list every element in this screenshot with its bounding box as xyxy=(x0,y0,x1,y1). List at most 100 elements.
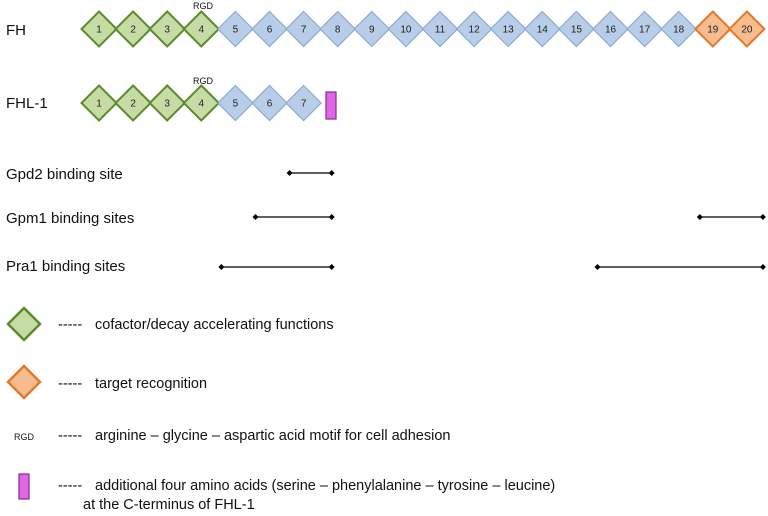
ccp-domain-6 xyxy=(251,84,288,122)
ccp-domain-16 xyxy=(592,10,629,48)
binding-range-endpoint xyxy=(594,264,601,270)
legend-cofactor-text: cofactor/decay accelerating functions xyxy=(95,317,334,333)
binding-site-gpd2-lines xyxy=(286,170,335,176)
legend-dash: ----- xyxy=(58,376,82,392)
ccp-domain-number: 15 xyxy=(571,25,583,36)
legend-cofactor: ----- cofactor/decay accelerating functi… xyxy=(6,306,334,342)
fhl1-rgd-label: RGD xyxy=(193,76,214,86)
binding-site-pra1-lines xyxy=(218,264,766,270)
ccp-domain-2 xyxy=(114,10,153,48)
legend-c-terminus-box-icon xyxy=(18,473,30,500)
ccp-domain-number: 8 xyxy=(335,25,341,36)
ccp-domain-19 xyxy=(693,10,732,48)
fhl1-domains: 1 2 3 4 5 6 7 xyxy=(80,84,322,122)
ccp-domain-number: 13 xyxy=(503,25,515,36)
ccp-domain-number: 3 xyxy=(164,25,170,36)
ccp-domain-1 xyxy=(80,10,118,48)
binding-site-gpm1-lines xyxy=(252,214,766,220)
legend-dash: ----- xyxy=(58,317,82,333)
binding-range-endpoint xyxy=(286,170,293,176)
ccp-domain-10 xyxy=(387,10,425,48)
legend-orange-diamond-icon xyxy=(6,364,42,400)
ccp-domain-number: 1 xyxy=(96,99,102,110)
ccp-domain-number: 1 xyxy=(96,25,102,36)
fhl1-c-terminus-box xyxy=(325,91,337,120)
legend-target: ----- target recognition xyxy=(6,364,207,400)
legend-c-terminus: ----- additional four amino acids (serin… xyxy=(18,473,555,513)
binding-range-endpoint xyxy=(696,214,703,220)
ccp-domain-5 xyxy=(217,10,254,48)
ccp-domain-number: 18 xyxy=(673,25,685,36)
legend-rgd-text: arginine – glycine – aspartic acid motif… xyxy=(95,428,450,444)
ccp-domain-3 xyxy=(148,10,187,48)
ccp-domain-6 xyxy=(251,10,288,48)
ccp-domain-number: 7 xyxy=(301,25,307,36)
binding-range-endpoint xyxy=(218,264,225,270)
ccp-domain-18 xyxy=(660,10,698,48)
ccp-domain-4 xyxy=(182,84,221,122)
ccp-domain-13 xyxy=(489,10,527,48)
ccp-domain-number: 5 xyxy=(233,99,239,110)
binding-range-endpoint xyxy=(252,214,259,220)
binding-range-endpoint xyxy=(328,264,335,270)
legend-green-diamond-icon xyxy=(6,306,42,342)
legend-c-terminus-text-line2: at the C-terminus of FHL-1 xyxy=(83,497,255,513)
ccp-domain-20 xyxy=(727,10,766,48)
ccp-domain-5 xyxy=(217,84,254,122)
ccp-domain-number: 6 xyxy=(267,99,273,110)
binding-range-endpoint xyxy=(328,170,335,176)
binding-range-endpoint xyxy=(328,214,335,220)
legend-target-text: target recognition xyxy=(95,376,207,392)
ccp-domain-7 xyxy=(285,84,322,122)
ccp-domain-1 xyxy=(80,84,118,122)
ccp-domain-12 xyxy=(455,10,493,48)
ccp-domain-number: 12 xyxy=(469,25,481,36)
binding-site-gpm1-row: Gpm1 binding sites xyxy=(6,210,766,227)
legend: ----- cofactor/decay accelerating functi… xyxy=(6,306,555,513)
binding-range-endpoint xyxy=(759,264,766,270)
ccp-domain-9 xyxy=(353,10,391,48)
binding-site-label: Gpm1 binding sites xyxy=(6,210,134,227)
ccp-domain-8 xyxy=(319,10,357,48)
ccp-domain-15 xyxy=(558,10,595,48)
ccp-domain-number: 20 xyxy=(741,25,753,36)
ccp-domain-number: 4 xyxy=(199,25,205,36)
ccp-domain-3 xyxy=(148,84,187,122)
legend-rgd-symbol: RGD xyxy=(14,432,35,442)
ccp-domain-17 xyxy=(626,10,663,48)
ccp-domain-7 xyxy=(285,10,322,48)
ccp-domain-number: 7 xyxy=(301,99,307,110)
ccp-domain-number: 16 xyxy=(605,25,617,36)
legend-dash: ----- xyxy=(58,478,82,494)
ccp-domain-number: 4 xyxy=(199,99,205,110)
legend-rgd: RGD ----- arginine – glycine – aspartic … xyxy=(14,428,450,444)
ccp-domain-number: 10 xyxy=(400,25,412,36)
ccp-domain-number: 19 xyxy=(707,25,719,36)
binding-site-label: Pra1 binding sites xyxy=(6,258,125,275)
ccp-domain-2 xyxy=(114,84,153,122)
ccp-domain-number: 5 xyxy=(233,25,239,36)
ccp-domain-number: 17 xyxy=(639,25,651,36)
fhl1-label: FHL-1 xyxy=(6,95,48,112)
ccp-domain-4 xyxy=(182,10,221,48)
fhl1-protein-row: FHL-1 RGD 1 2 3 4 5 6 7 xyxy=(6,76,337,122)
ccp-domain-11 xyxy=(421,10,459,48)
legend-dash: ----- xyxy=(58,428,82,444)
fh-rgd-label: RGD xyxy=(193,1,214,11)
binding-site-pra1-row: Pra1 binding sites xyxy=(6,258,766,275)
ccp-domain-number: 9 xyxy=(369,25,375,36)
ccp-domain-14 xyxy=(523,10,561,48)
binding-site-label: Gpd2 binding site xyxy=(6,166,123,183)
legend-c-terminus-text-line1: additional four amino acids (serine – ph… xyxy=(95,478,555,494)
ccp-domain-number: 2 xyxy=(130,99,136,110)
binding-site-gpd2-row: Gpd2 binding site xyxy=(6,166,335,183)
ccp-domain-number: 6 xyxy=(267,25,273,36)
ccp-domain-number: 14 xyxy=(537,25,549,36)
fh-label: FH xyxy=(6,22,26,39)
ccp-domain-number: 2 xyxy=(130,25,136,36)
ccp-domain-number: 11 xyxy=(435,25,446,36)
ccp-domain-number: 3 xyxy=(164,99,170,110)
